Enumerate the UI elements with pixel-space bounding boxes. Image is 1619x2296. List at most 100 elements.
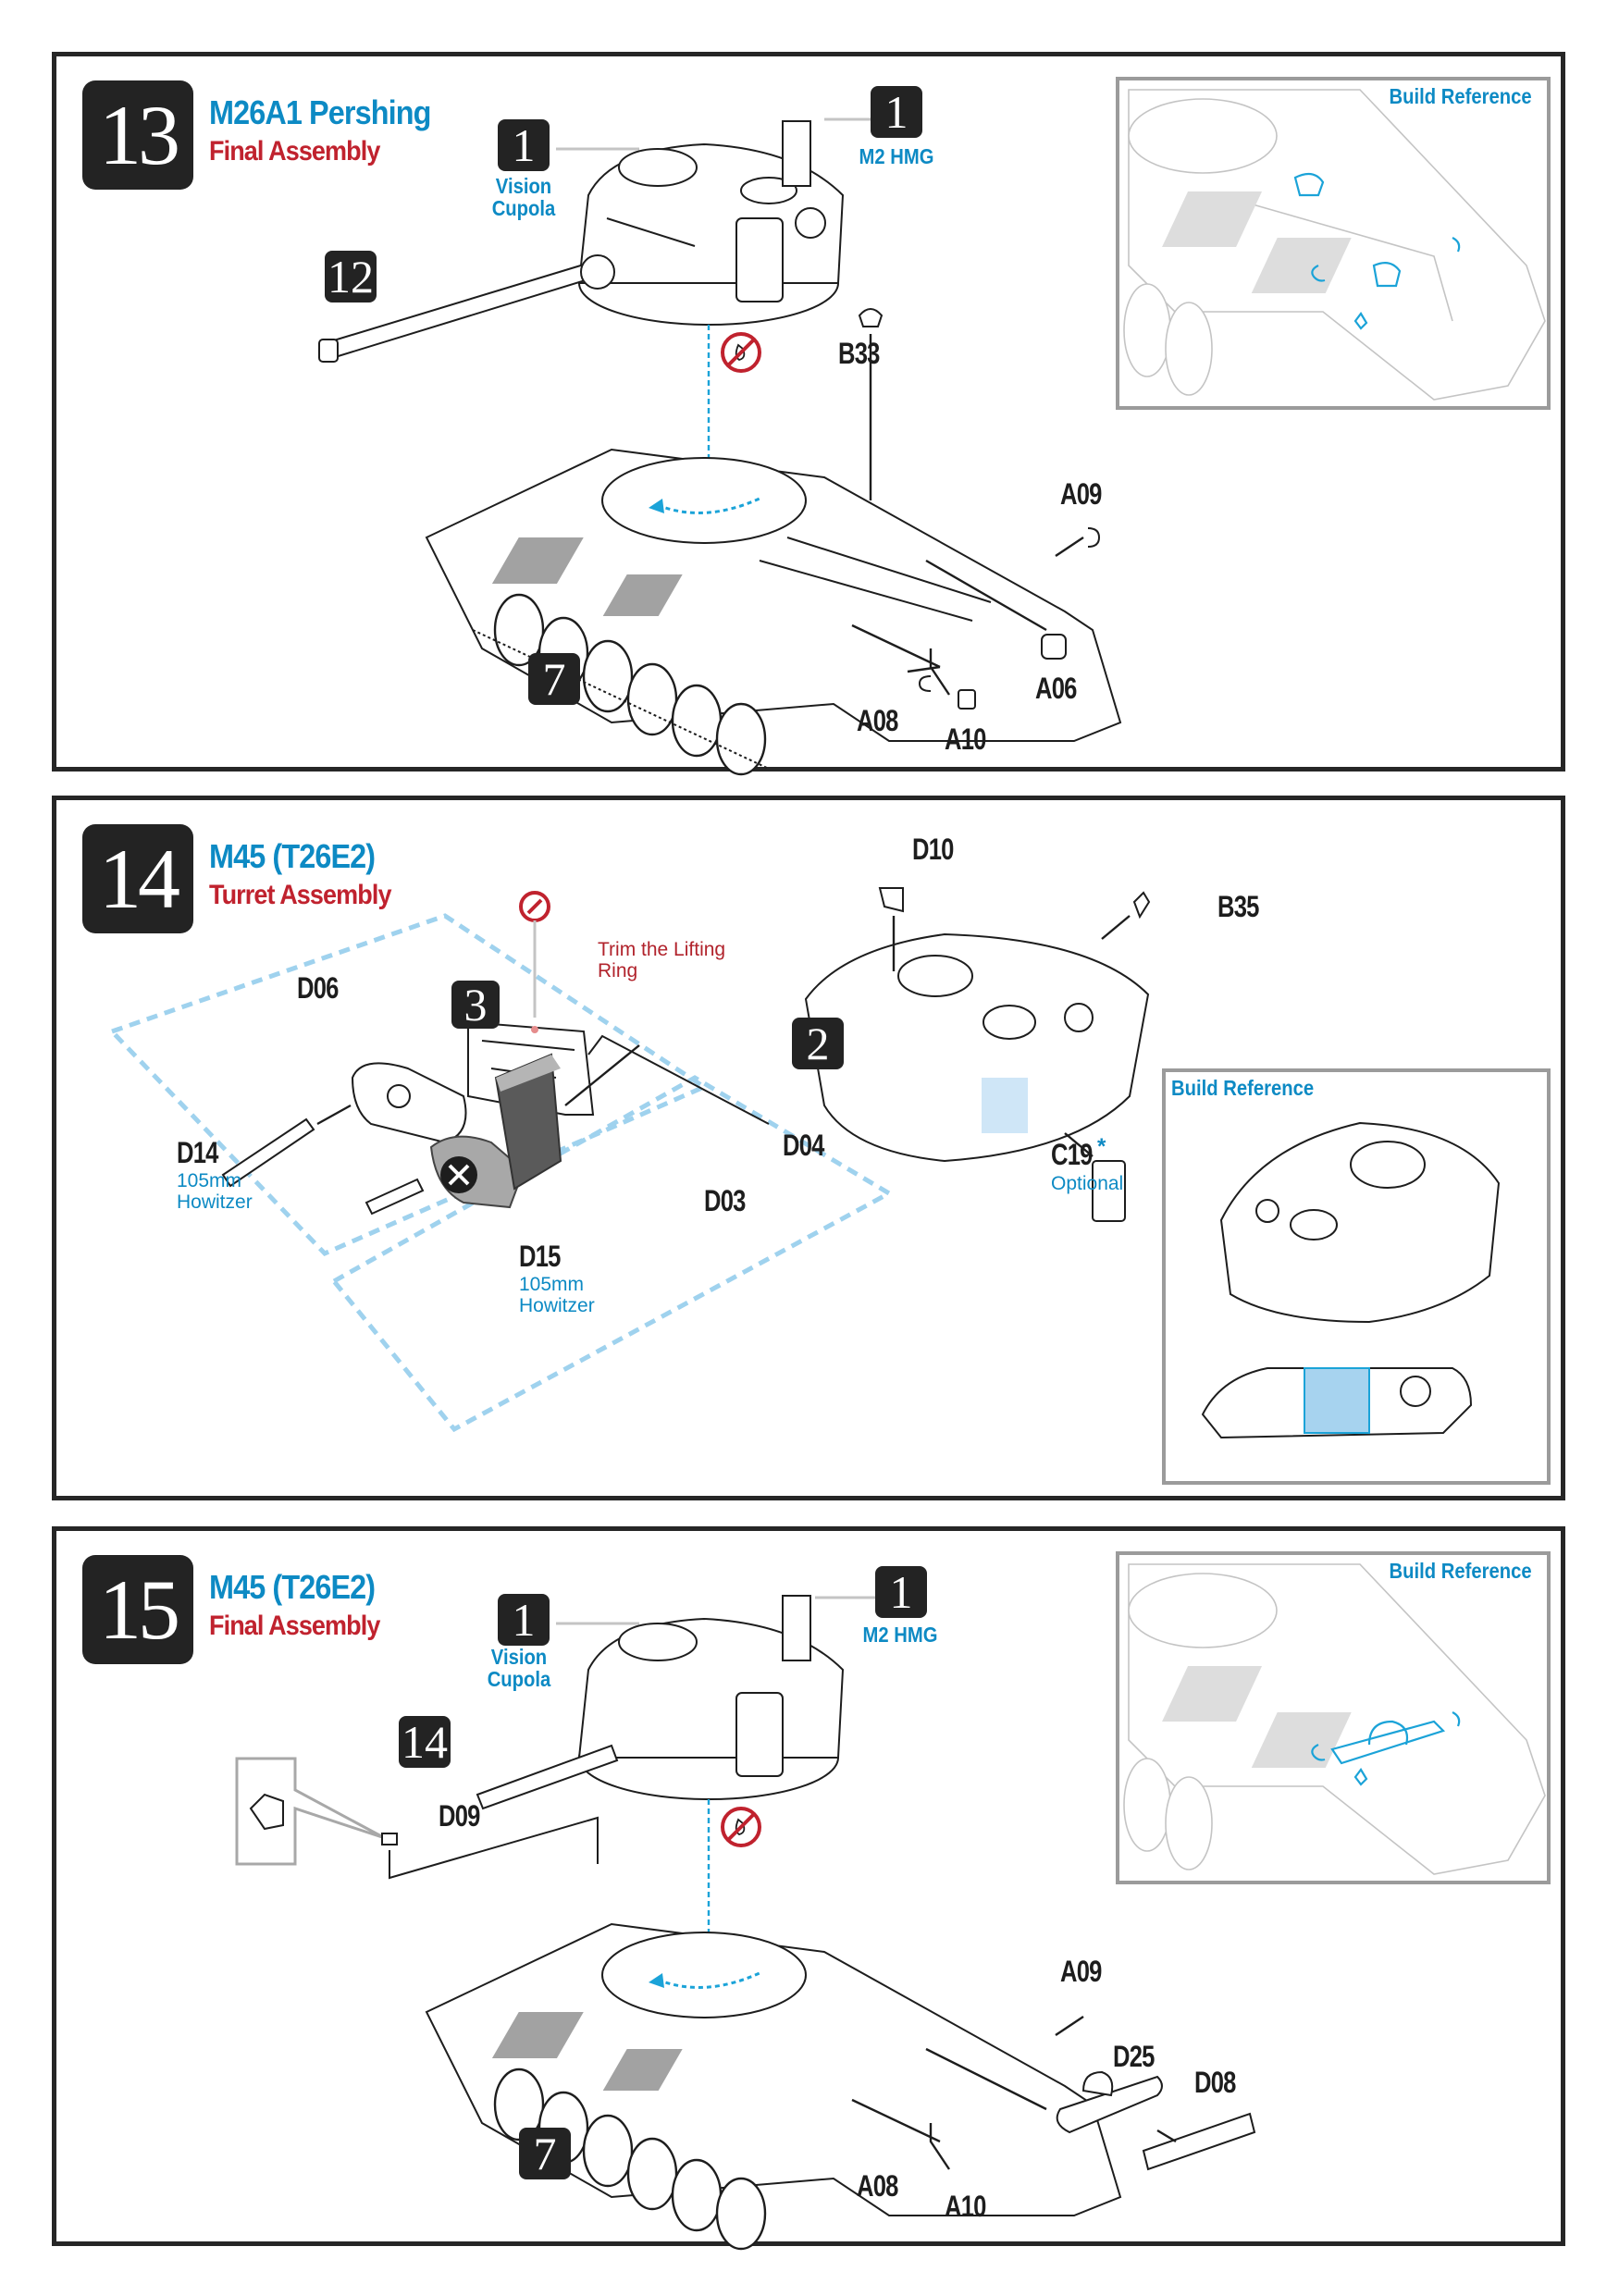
build-reference-box: Build Reference bbox=[1116, 1551, 1551, 1884]
part-label: D08 bbox=[1194, 2066, 1236, 2099]
build-reference-drawing bbox=[1123, 1563, 1546, 1875]
subassembly-badge-vision-cupola: 1 bbox=[498, 119, 550, 171]
subassembly-badge-12: 12 bbox=[325, 251, 377, 302]
part-arrow bbox=[1156, 2129, 1177, 2143]
subassembly-badge-2: 2 bbox=[792, 1018, 844, 1069]
reference-highlight bbox=[1293, 172, 1461, 330]
part-label: D03 bbox=[704, 1184, 746, 1217]
build-reference-label: Build Reference bbox=[1171, 1076, 1315, 1100]
subassembly-badge-vision-cupola: 1 bbox=[498, 1594, 550, 1646]
part-note: 105mm Howitzer bbox=[177, 1170, 253, 1213]
subassembly-caption: Vision Cupola bbox=[491, 174, 556, 220]
gun-barrel-drawing bbox=[318, 254, 615, 363]
subassembly-caption: M2 HMG bbox=[859, 144, 934, 168]
hull-drawing bbox=[425, 448, 1122, 776]
no-glue-icon bbox=[721, 332, 761, 373]
part-arrow bbox=[929, 648, 950, 696]
part-b33-drawing bbox=[858, 308, 884, 327]
step-title: M45 (T26E2) bbox=[209, 1568, 376, 1606]
part-label: D06 bbox=[297, 971, 339, 1005]
part-arrow bbox=[564, 1044, 640, 1106]
subassembly-badge-7: 7 bbox=[528, 653, 580, 705]
step-number-badge: 15 bbox=[82, 1555, 193, 1664]
part-note: 105mm Howitzer bbox=[519, 1274, 595, 1316]
part-d25-drawing bbox=[1056, 2070, 1163, 2134]
turret-drawing bbox=[476, 1595, 845, 1810]
part-arrow bbox=[925, 2047, 1047, 2111]
part-c19-drawing bbox=[1092, 1160, 1126, 1222]
part-label: A08 bbox=[857, 2169, 898, 2203]
step-14-panel: 14 M45 (T26E2) Turret Assembly bbox=[52, 796, 1565, 1500]
optional-marker: * bbox=[1097, 1134, 1106, 1159]
part-arrow bbox=[389, 1816, 599, 1880]
subassembly-badge-m2-hmg: 1 bbox=[875, 1566, 927, 1618]
build-reference-label: Build Reference bbox=[1389, 1559, 1532, 1583]
movable-part-icon bbox=[440, 1156, 477, 1193]
subassembly-badge-14: 14 bbox=[399, 1716, 451, 1768]
part-arrow bbox=[1064, 1132, 1094, 1157]
rotate-arrow-icon bbox=[657, 1971, 760, 1989]
build-reference-label: Build Reference bbox=[1389, 84, 1532, 108]
build-reference-drawing bbox=[1201, 1121, 1501, 1439]
part-arrow bbox=[851, 623, 941, 673]
detail-callout bbox=[235, 1757, 386, 1866]
part-label: D04 bbox=[783, 1129, 824, 1162]
part-label: A06 bbox=[1035, 672, 1077, 705]
part-arrow bbox=[1055, 2016, 1084, 2036]
build-reference-drawing bbox=[1123, 89, 1546, 401]
part-label: D15 bbox=[519, 1240, 561, 1273]
step-number-badge: 13 bbox=[82, 80, 193, 190]
part-d09-detail-drawing bbox=[249, 1793, 284, 1831]
step-number-badge: 14 bbox=[82, 824, 193, 933]
step-15-assembly-drawing bbox=[235, 1595, 1256, 2251]
part-arrow bbox=[1055, 537, 1084, 557]
part-label: B35 bbox=[1217, 890, 1259, 923]
part-arrow bbox=[1101, 915, 1131, 940]
reference-highlight bbox=[1311, 1711, 1461, 1786]
part-b35-drawing bbox=[1132, 891, 1151, 920]
subassembly-badge-7: 7 bbox=[519, 2128, 571, 2179]
part-a10-drawing bbox=[958, 689, 976, 710]
turret-drawing bbox=[577, 120, 845, 326]
part-d15-drawing bbox=[365, 1178, 425, 1216]
part-d06-drawing bbox=[351, 1062, 467, 1144]
turret-drawing bbox=[804, 932, 1150, 1163]
part-d08-drawing bbox=[1142, 2112, 1256, 2171]
subassembly-badge-3: 3 bbox=[451, 981, 500, 1029]
step-subtitle: Final Assembly bbox=[209, 136, 380, 167]
build-reference-box: Build Reference bbox=[1116, 77, 1551, 410]
step-13-panel: 13 M26A1 Pershing Final Assembly bbox=[52, 52, 1565, 776]
step-13-assembly-drawing bbox=[318, 117, 1122, 776]
subassembly-badge-m2-hmg: 1 bbox=[871, 86, 922, 138]
part-label: B33 bbox=[838, 337, 880, 370]
part-d14-drawing bbox=[221, 1104, 352, 1188]
build-reference-box: Build Reference bbox=[1162, 1068, 1551, 1485]
part-label: A09 bbox=[1060, 1955, 1102, 1988]
step-14-assembly-drawing bbox=[107, 887, 1151, 1433]
part-label: C19 bbox=[1051, 1138, 1093, 1171]
part-d10-drawing bbox=[878, 887, 904, 913]
rotate-arrow-icon bbox=[657, 497, 760, 514]
step-title: M26A1 Pershing bbox=[209, 93, 431, 131]
part-arrow bbox=[925, 559, 1047, 632]
part-a09-drawing bbox=[1087, 527, 1101, 548]
part-label: A09 bbox=[1060, 477, 1102, 511]
part-a06-drawing bbox=[1041, 634, 1067, 660]
part-label: A08 bbox=[857, 704, 898, 737]
part-arrow bbox=[587, 1034, 770, 1125]
part-label: D09 bbox=[439, 1799, 480, 1833]
part-label: D10 bbox=[912, 833, 954, 866]
trim-knife-icon bbox=[519, 891, 550, 922]
part-label: A10 bbox=[945, 722, 986, 756]
hull-drawing bbox=[425, 1922, 1122, 2251]
part-label: A10 bbox=[945, 2190, 986, 2223]
step-subtitle: Final Assembly bbox=[209, 1611, 380, 1641]
part-label: D14 bbox=[177, 1136, 218, 1169]
part-arrow bbox=[929, 2123, 950, 2170]
step-15-panel: 15 M45 (T26E2) Final Assembly bbox=[52, 1526, 1565, 2251]
part-a08-drawing bbox=[918, 675, 932, 692]
part-note: Optional bbox=[1051, 1173, 1124, 1194]
subassembly-caption: Vision Cupola bbox=[487, 1645, 551, 1691]
part-arrow bbox=[851, 2098, 941, 2143]
trim-note: Trim the Lifting Ring bbox=[598, 939, 726, 981]
